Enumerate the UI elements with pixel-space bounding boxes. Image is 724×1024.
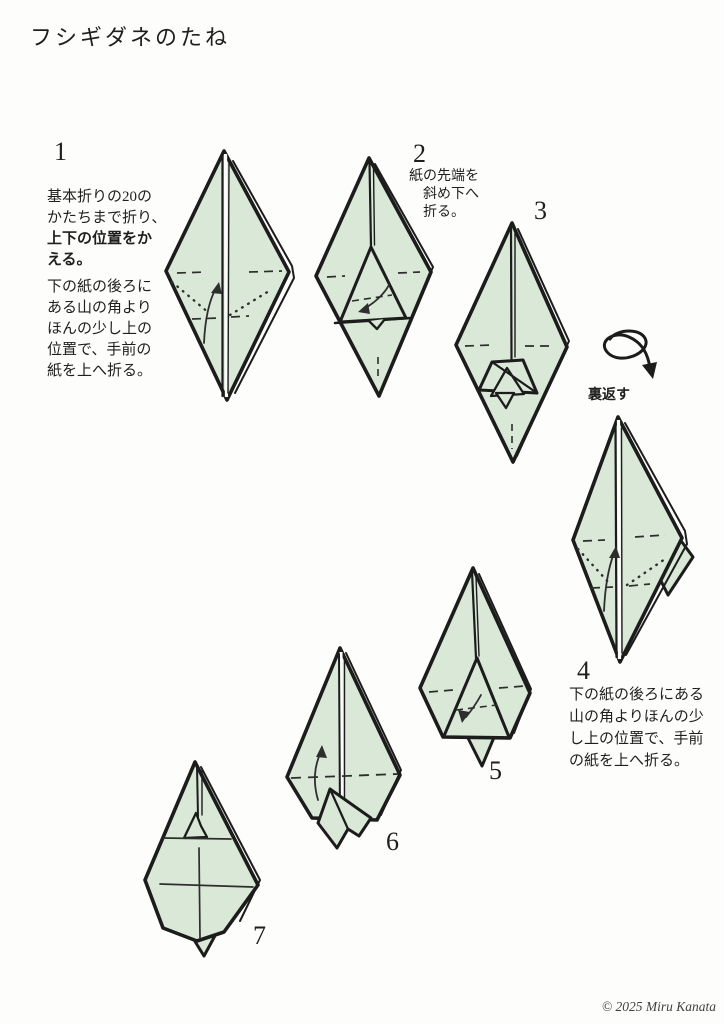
step-2-instructions: 紙の先端を 斜め下へ 折る。 xyxy=(409,169,479,220)
step-3-number: 3 xyxy=(534,196,547,225)
center-crease-left xyxy=(338,653,341,818)
center-crease-right xyxy=(620,427,623,654)
center-gap xyxy=(616,419,622,660)
center-crease xyxy=(509,225,513,362)
copyright: © 2025 Miru Kanata xyxy=(601,999,716,1014)
fold-arrowhead xyxy=(458,710,470,723)
center-crease-right xyxy=(227,161,230,394)
back-layer-edge xyxy=(624,422,688,656)
valley-fold-dashes xyxy=(590,583,651,589)
back-layer-edge xyxy=(478,573,532,734)
tip-notch xyxy=(494,391,516,410)
step-6-number: 6 xyxy=(386,827,399,856)
center-gap xyxy=(339,651,344,819)
flap-diagonal xyxy=(490,360,539,395)
center-crease-echo xyxy=(475,576,480,657)
crease-marks xyxy=(326,271,421,278)
valley-fold-line xyxy=(455,704,498,711)
mountain-fold-dots-right xyxy=(228,289,271,317)
top-crease-left xyxy=(196,764,199,818)
tip-notch xyxy=(368,318,386,331)
flap-edge-left xyxy=(442,656,479,738)
flip-arrowhead xyxy=(642,362,657,379)
valley-fold-line xyxy=(290,773,399,779)
small-peak-flap xyxy=(182,811,209,840)
fold-arrowhead xyxy=(609,546,620,558)
fold-arrowhead xyxy=(358,303,370,314)
step-4-diagram xyxy=(571,415,695,664)
upper-crease-line xyxy=(162,837,232,840)
step-5-number: 5 xyxy=(489,756,502,785)
step-1-instructions: 基本折りの20の かたちまで折り、 上下の位置をか える。 下の紙の後ろに ある… xyxy=(47,166,181,403)
step-2-number: 2 xyxy=(413,139,426,168)
crease-marks xyxy=(428,685,526,693)
flip-arrow-loop xyxy=(602,329,652,370)
step-7-diagram xyxy=(143,760,261,958)
center-crease-echo xyxy=(372,167,376,246)
step-1-text-bold: 上下の位置をか える。 xyxy=(47,231,153,268)
valley-fold-dashes xyxy=(191,315,250,320)
paper-outline xyxy=(571,415,684,664)
mountain-fold-dots-right xyxy=(625,555,670,587)
center-gap xyxy=(223,153,229,398)
flip-arrow-icon xyxy=(602,329,657,379)
mountain-fold-dots-left xyxy=(576,547,612,586)
crease-marks xyxy=(176,270,283,274)
step-7-number: 7 xyxy=(253,921,266,950)
bottom-flap-crease xyxy=(328,787,350,831)
cross-crease-vertical xyxy=(198,847,201,939)
back-layer-edge xyxy=(345,652,402,816)
step-4-instructions: 下の紙の後ろにある 山の角よりほんの少 し上の位置で、手前 の紙を上へ折る。 xyxy=(569,687,705,769)
step-2-diagram xyxy=(314,156,434,398)
step-1-diagram xyxy=(164,149,295,402)
flip-label: 裏返す xyxy=(588,386,630,402)
step-1-text-para2: 下の紙の後ろに ある山の角より ほんの少し上の 位置で、手前の 紙を上へ折る。 xyxy=(47,279,153,379)
fold-arrowhead xyxy=(211,282,222,294)
crease-marks xyxy=(464,344,553,347)
back-layer-edge xyxy=(232,160,295,394)
step-6-diagram xyxy=(285,646,402,850)
center-crease xyxy=(470,570,478,660)
center-crease xyxy=(368,160,373,249)
step-1-text-normal: 基本折りの20の かたちまで折り、 xyxy=(47,189,167,226)
flap-edge-right xyxy=(475,656,511,739)
crease-marks xyxy=(582,534,666,542)
fold-arrowhead xyxy=(316,745,327,758)
back-layer-edge xyxy=(374,163,434,391)
center-crease-left xyxy=(614,421,618,659)
step-1-number: 1 xyxy=(54,137,67,166)
step-5-diagram xyxy=(418,566,532,768)
cross-crease-horizontal xyxy=(159,883,254,888)
step-3-diagram xyxy=(454,221,570,464)
back-layer-edge xyxy=(200,766,261,922)
valley-fold-line xyxy=(351,294,393,302)
page-title: フシギダネのたね xyxy=(30,25,231,50)
mountain-fold-dots-left xyxy=(170,280,211,315)
step-4-number: 4 xyxy=(577,656,590,685)
back-layer-edge xyxy=(516,228,570,457)
